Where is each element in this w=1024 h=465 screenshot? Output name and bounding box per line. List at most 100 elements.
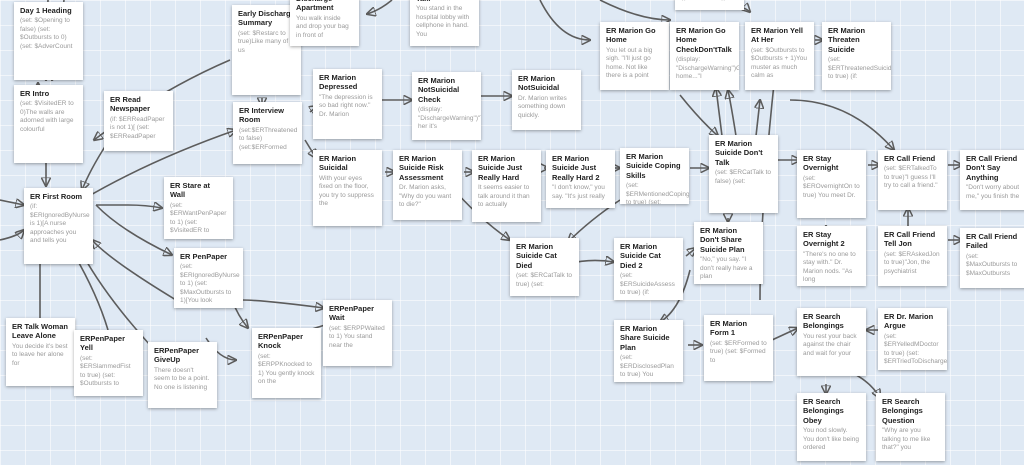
passage-excerpt: (set: $MaxOutbursts to $MaxOutbursts [966,252,1020,277]
passage-title: ER Marion Suicide Risk Assessment [399,154,444,182]
passage-title: ER Marion Suicidal [319,154,357,173]
passage-title: ERPenPaper GiveUp [154,346,200,365]
passage-title: ER Interview Room [239,106,285,125]
passage-title: ER Read Newspaper [110,95,151,114]
passage-title: Day 1 Heading [20,6,72,15]
passage-excerpt: "There's no one to stay with." Dr. Mario… [803,250,858,284]
passage-excerpt: (set: $ERCatTalk to true) (set: [516,272,574,288]
passage-title: ER Marion Go Home [606,26,656,45]
passage-excerpt: (set: $Opening to false) (set: $Outburst… [20,17,73,50]
passage-excerpt: You decide it's best to leave her alone … [12,342,70,367]
passage-excerpt: (display: "DischargeWarning")"Tell her i… [418,106,481,130]
passage-title: ER Stay Overnight [803,154,839,173]
passage-card-failed[interactable]: ER Call Friend Failed(set: $MaxOutbursts… [960,228,1024,288]
passage-card-firstroom[interactable]: ER First Room (if: $ERIgnoredByNurse is 1… [24,188,93,264]
passage-title: ER Marion Suicide Don't Talk [715,139,763,167]
passage-excerpt: (set: $ERIgnoredByNurse to 1) (set: $Max… [180,263,242,305]
passage-title: Discharge Apartment [296,0,334,13]
passage-card-readnews[interactable]: ER Read Newspaper(if: $ERReadPaper is no… [104,91,173,151]
passage-card-erintro[interactable]: ER Intro(set: $VisitedER to 0)The walls … [14,85,83,163]
passage-card-penpaper[interactable]: ER PenPaper(set: $ERIgnoredByNurse to 1)… [174,248,243,308]
arrow [205,337,236,360]
passage-title: ER Marion Suicide Coping Skills [626,152,681,180]
passage-excerpt: Dr. Marion asks, "Why do you want to die… [399,184,453,208]
passage-card-argue[interactable]: ER Dr. Marion Argue(set: $ERYelledMDocto… [878,308,947,370]
passage-card-catdied[interactable]: ER Marion Suicide Cat Died(set: $ERCatTa… [510,238,579,296]
passage-card-ppyell[interactable]: ERPenPaper Yell(set: $ERSlammedFist to t… [74,330,143,396]
passage-excerpt: (set: $Restarc to true)Like many of us [238,29,289,54]
passage-excerpt: (set: $ERAskedJon to true)"Jon, the psyc… [884,250,942,275]
passage-excerpt: (if: $ERIgnoredByNurse is 1)[A nurse app… [30,203,92,245]
passage-card-shareplan[interactable]: ER Marion Share Suicide Plan(set: $ERDis… [614,320,683,382]
arrow [241,299,324,308]
passage-card-reaction[interactable]: ((Iron reaction)) [675,0,744,10]
passage-card-catdied2[interactable]: ER Marion Suicide Cat Died 2(set: $ERSui… [614,238,683,300]
passage-title: ER Marion Suicide Just Really Hard [478,154,523,182]
passage-excerpt: (set: $ERThreatenedSuicide to true) (if: [828,56,891,80]
passage-title: ER Marion Form 1 [710,319,748,338]
passage-excerpt: (set: $ERCatTalk to false) (set: [715,169,773,185]
passage-card-taxi[interactable]: TaxiYou stand in the hospital lobby with… [410,0,479,46]
passage-card-question[interactable]: ER Search Belongings Question"Why are yo… [876,393,945,461]
passage-title: ER Marion Threaten Suicide [828,26,866,54]
passage-excerpt: (set: $ERPPWaited to 1) You stand near t… [329,324,387,349]
passage-excerpt: You let out a big sigh. "I'll just go ho… [606,46,655,80]
passage-title: ER Talk Woman Leave Alone [12,322,68,341]
passage-excerpt: (set: $ERDisclosedPlan to true) You [620,354,676,378]
passage-excerpt: You rest your back against the chair and… [803,332,859,357]
passage-card-ppknock[interactable]: ERPenPaper Knock(set: $ERPPKnocked to 1)… [252,328,321,398]
passage-title: ER Marion NotSuicidal [518,74,560,93]
passage-title: ERPenPaper Yell [80,334,126,353]
passage-card-coping[interactable]: ER Marion Suicide Coping Skills(set: $ER… [620,148,689,204]
arrow [95,204,172,255]
passage-card-threaten[interactable]: ER Marion Threaten Suicide(set: $ERThrea… [822,22,891,90]
passage-card-gohomecheck[interactable]: ER Marion Go Home CheckDon'tTalk(display… [670,22,739,90]
passage-title: ER Call Friend Failed [966,232,1018,251]
passage-card-donttalk[interactable]: ER Marion Suicide Don't Talk (set: $ERCat… [709,135,778,213]
passage-excerpt: "The depression is so bad right now." Dr… [319,93,375,118]
passage-card-ppwait[interactable]: ERPenPaper Wait(set: $ERPPWaited to 1) Y… [323,300,392,366]
passage-title: ER Call Friend Don't Say Anything [966,154,1018,182]
arrow [728,90,737,137]
passage-card-day1[interactable]: Day 1 Heading (set: $Opening to false) (s… [14,2,83,80]
passage-excerpt: "No," you say. "I don't really have a pl… [700,256,755,280]
passage-card-dontsay[interactable]: ER Call Friend Don't Say Anything"Don't … [960,150,1024,210]
passage-title: ERPenPaper Wait [329,304,375,323]
passage-title: ER Search Belongings Obey [803,397,844,425]
arrow [599,0,670,20]
passage-card-yell[interactable]: ER Marion Yell At Her(set: $Outbursts to… [745,22,814,90]
passage-card-interview[interactable]: ER Interview Room(set:$ERThreatened to f… [233,102,302,164]
passage-card-dontshare[interactable]: ER Marion Don't Share Suicide Plan"No," … [694,222,763,284]
passage-card-stayovernight[interactable]: ER Stay Overnight(set: $EROvernightOn to… [797,150,866,218]
passage-card-callfriend[interactable]: ER Call Friend(set: $ERTalkedTo to true)… [878,150,947,210]
passage-excerpt: (set: $ERFormed to true) (set: $Formed t… [710,339,769,364]
passage-excerpt: "I don't know," you say. "It's just real… [552,184,607,200]
passage-excerpt: (display: "DischargeWarning")Go home..."… [676,56,739,80]
passage-title: ER First Room [30,192,83,201]
passage-excerpt: (set: $VisitedER to 0)The walls are ador… [20,100,76,133]
passage-excerpt: You stand in the hospital lobby with cel… [416,5,471,38]
passage-card-justhard2[interactable]: ER Marion Suicide Just Really Hard 2"I d… [546,150,615,208]
passage-card-form1[interactable]: ER Marion Form 1(set: $ERFormed to true)… [704,315,773,381]
passage-title: ER Search Belongings [803,312,844,331]
passage-excerpt: There doesn't seem to be a point. No one… [154,366,212,391]
passage-card-telljon[interactable]: ER Call Friend Tell Jon(set: $ERAskedJon… [878,226,947,286]
arrow [96,205,162,208]
passage-excerpt: (set: $ERPPKnocked to 1) You gently knoc… [258,352,317,386]
passage-excerpt: You nod slowly. You don't like being ord… [803,427,861,451]
passage-card-stay2[interactable]: ER Stay Overnight 2"There's no one to st… [797,226,866,286]
passage-card-depressed[interactable]: ER Marion Depressed"The depression is so… [313,69,382,139]
passage-title: ER Search Belongings Question [882,397,923,425]
passage-card-notsui[interactable]: ER Marion NotSuicidal Check(display: "Di… [412,72,481,140]
passage-card-stare[interactable]: ER Stare at Wall(set: $ERWantPenPaper to… [164,177,233,239]
